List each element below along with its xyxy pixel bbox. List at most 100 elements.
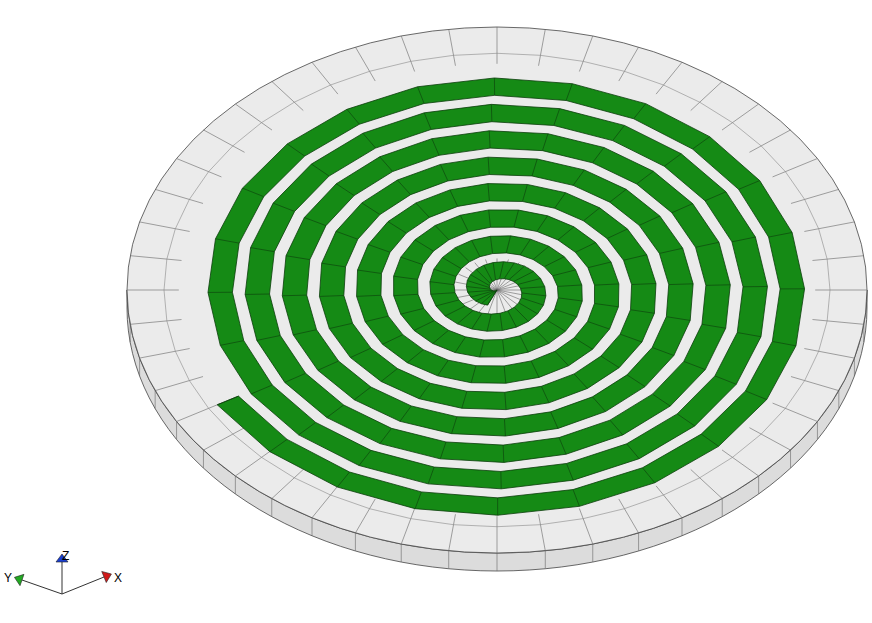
mesh-line xyxy=(791,189,839,203)
mesh-line xyxy=(701,434,718,446)
mesh-line xyxy=(639,216,660,225)
mesh-line xyxy=(130,324,131,342)
mesh-line xyxy=(696,242,719,247)
axis-label: X xyxy=(114,572,122,584)
mesh-line xyxy=(208,292,232,293)
mesh-line xyxy=(394,276,418,279)
mesh-line xyxy=(416,203,429,217)
mesh-line xyxy=(455,248,469,262)
mesh-line xyxy=(440,164,447,181)
mesh-line xyxy=(772,341,796,345)
mesh-line xyxy=(558,227,574,240)
mesh-line xyxy=(500,313,502,330)
mesh-line xyxy=(722,104,759,130)
mesh-line xyxy=(544,257,564,267)
mesh-line xyxy=(494,78,495,95)
mesh-line xyxy=(442,257,461,268)
mesh-line xyxy=(435,225,449,239)
mesh-line xyxy=(299,422,316,434)
mesh-line xyxy=(445,306,465,316)
mesh-line xyxy=(350,348,370,357)
mesh-line xyxy=(130,320,181,325)
mesh-line xyxy=(329,323,352,328)
mesh-line xyxy=(336,231,358,239)
mesh-line xyxy=(130,256,181,261)
mesh-line xyxy=(631,310,655,314)
mesh-line xyxy=(293,330,316,335)
mesh-line xyxy=(245,294,269,295)
mesh-line xyxy=(400,406,411,421)
mesh-line xyxy=(217,396,238,405)
mesh-line xyxy=(804,222,854,232)
mesh-line xyxy=(567,463,574,480)
mesh-line xyxy=(573,170,584,185)
mesh-line xyxy=(355,533,356,551)
axis-line xyxy=(62,562,63,594)
mesh-line xyxy=(407,350,423,363)
mesh-line xyxy=(488,184,489,201)
mesh-line xyxy=(518,278,541,284)
mesh-line xyxy=(312,518,313,536)
mesh-line xyxy=(450,190,458,206)
mesh-line xyxy=(705,192,726,201)
mesh-line xyxy=(415,492,421,509)
mesh-line xyxy=(520,287,544,289)
mesh-line xyxy=(203,450,204,468)
mesh-line xyxy=(715,376,736,384)
mesh-line xyxy=(380,157,393,172)
mesh-line xyxy=(677,414,695,426)
mesh-line xyxy=(817,422,818,440)
mesh-line xyxy=(558,298,582,301)
mesh-line xyxy=(415,240,434,251)
mesh-line xyxy=(539,29,546,66)
mesh-line xyxy=(449,29,456,66)
mesh-line xyxy=(347,109,359,124)
mesh-line xyxy=(177,159,222,177)
mesh-line xyxy=(508,311,516,327)
disk-mesh xyxy=(127,27,867,571)
mesh-line xyxy=(624,255,647,260)
mesh-line xyxy=(327,405,344,418)
mesh-line xyxy=(627,375,645,387)
mesh-line xyxy=(286,256,310,260)
mesh-line xyxy=(489,131,491,148)
coil-band xyxy=(208,78,805,515)
mesh-line xyxy=(722,450,759,476)
mesh-line xyxy=(476,269,490,283)
mesh-line xyxy=(632,283,656,285)
mesh-line xyxy=(418,87,425,104)
mesh-line xyxy=(282,295,306,297)
mesh-line xyxy=(575,243,595,253)
mesh-line xyxy=(312,62,338,94)
mesh-line xyxy=(304,218,326,226)
mesh-line xyxy=(380,428,392,443)
mesh-line xyxy=(322,263,346,267)
mesh-line xyxy=(497,516,498,553)
mesh-line xyxy=(652,347,674,355)
mesh-line xyxy=(812,256,863,261)
mesh-line xyxy=(388,222,406,233)
mesh-line xyxy=(506,236,510,253)
mesh-line xyxy=(484,265,493,281)
mesh-line xyxy=(620,334,642,342)
spiral-coil xyxy=(208,78,805,515)
mesh-line xyxy=(804,349,854,359)
mesh-line xyxy=(619,47,639,81)
mesh-line xyxy=(533,246,549,259)
mesh-line xyxy=(431,293,455,295)
mesh-line xyxy=(656,486,682,518)
mesh-line xyxy=(535,329,549,343)
mesh-line xyxy=(468,290,492,292)
mesh-line xyxy=(337,472,349,487)
mesh-line xyxy=(432,139,439,156)
mesh-line xyxy=(592,147,603,162)
mesh-line xyxy=(438,360,449,376)
mesh-line xyxy=(491,104,493,121)
mesh-line xyxy=(656,62,682,94)
mesh-line xyxy=(311,164,329,176)
mesh-line xyxy=(497,27,498,64)
mesh-line xyxy=(520,239,530,255)
mesh-line xyxy=(504,366,506,383)
mesh-line xyxy=(497,498,498,515)
